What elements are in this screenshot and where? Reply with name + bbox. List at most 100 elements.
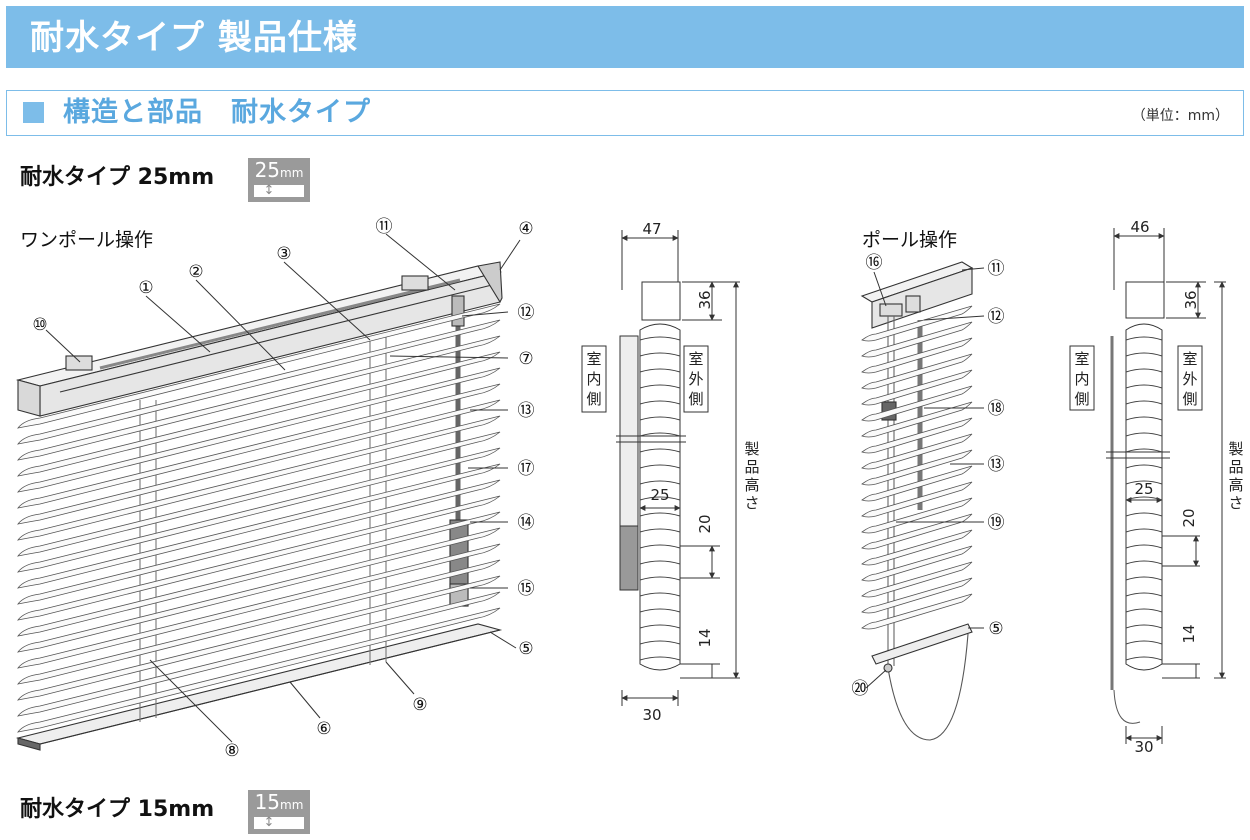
indoor-label: 内 xyxy=(586,370,601,388)
slat xyxy=(861,417,973,454)
slat-section xyxy=(1125,448,1163,453)
callout-12: ⑫ xyxy=(518,303,535,323)
slat xyxy=(17,463,501,589)
badge-unit: mm xyxy=(280,798,304,812)
callout-leaders-left xyxy=(45,233,521,743)
slat-section xyxy=(1125,560,1163,565)
callout-20: ⑳ xyxy=(852,679,869,699)
indoor-label: 内 xyxy=(1074,370,1089,388)
badge-unit: mm xyxy=(280,166,304,180)
slat xyxy=(17,335,501,461)
callout-numbers-right: ⑯ ⑪ ⑫ ⑱ ⑬ ⑲ ⑤ ⑳ xyxy=(852,253,1005,699)
slat-section xyxy=(639,384,681,389)
height-label: 高 xyxy=(1228,476,1243,494)
product-title-25: 耐水タイプ 25mm xyxy=(20,165,215,190)
slat xyxy=(17,543,501,669)
outdoor-label: 室 xyxy=(688,350,703,368)
callout-6: ⑥ xyxy=(316,719,331,739)
section-square-icon xyxy=(23,102,44,123)
slat xyxy=(17,399,501,525)
updown-arrow-icon: ↕ xyxy=(263,183,275,198)
callout-5-pole: ⑤ xyxy=(988,619,1003,639)
side-view-one-pole xyxy=(581,230,740,706)
slat xyxy=(861,513,973,550)
callout-1: ① xyxy=(138,278,153,298)
slat xyxy=(17,383,501,509)
slat-stack-left xyxy=(639,336,681,661)
dim-bottom-height: 14 xyxy=(696,628,714,647)
slat-section xyxy=(639,576,681,581)
slat xyxy=(17,591,501,717)
slat xyxy=(861,497,973,534)
callout-11-pole: ⑪ xyxy=(988,259,1005,279)
dim-top-width-pole: 46 xyxy=(1130,218,1149,236)
callout-19: ⑲ xyxy=(988,513,1005,533)
dim-top-width: 47 xyxy=(642,220,661,238)
slat xyxy=(861,577,973,614)
dim-bottom-height-pole: 14 xyxy=(1180,624,1198,643)
outdoor-label: 室 xyxy=(1182,350,1197,368)
slat xyxy=(17,431,501,557)
slat-section xyxy=(1125,496,1163,501)
callout-15: ⑮ xyxy=(518,579,535,599)
dim-slat-width-pole: 25 xyxy=(1134,480,1153,498)
slat-section xyxy=(639,528,681,533)
dim-base-width: 30 xyxy=(642,706,661,724)
slat-section xyxy=(1125,432,1163,437)
slat-section xyxy=(639,592,681,597)
badge-number: 15 xyxy=(254,790,281,814)
slat-section xyxy=(1125,400,1163,405)
slat-section xyxy=(639,448,681,453)
dim-bracket-height: 36 xyxy=(696,290,714,309)
slat-section xyxy=(639,624,681,629)
height-label: さ xyxy=(1228,494,1243,512)
slat xyxy=(861,305,973,342)
slat-section xyxy=(639,608,681,613)
outdoor-label: 外 xyxy=(688,370,703,388)
slat xyxy=(17,351,501,477)
slat-width-badge-25: 25mm ↕ xyxy=(248,158,310,202)
page-title: 耐水タイプ 製品仕様 xyxy=(30,18,358,58)
outdoor-label: 側 xyxy=(1182,390,1197,408)
slat xyxy=(861,449,973,486)
callout-14: ⑭ xyxy=(518,513,535,533)
slat-section xyxy=(1125,368,1163,373)
slat xyxy=(17,495,501,621)
slat-width-badge-15: 15mm ↕ xyxy=(248,790,310,834)
slat-section xyxy=(1125,608,1163,613)
slat-section xyxy=(639,544,681,549)
dim-bracket-height-pole: 36 xyxy=(1182,290,1200,309)
slat xyxy=(17,415,501,541)
slat-section xyxy=(639,496,681,501)
slat-section xyxy=(1125,640,1163,645)
callout-12-pole: ⑫ xyxy=(988,307,1005,327)
outdoor-label: 外 xyxy=(1182,370,1197,388)
dim-slat-width: 25 xyxy=(650,486,669,504)
height-label: さ xyxy=(744,494,759,512)
callout-18: ⑱ xyxy=(988,399,1005,419)
badge-number: 25 xyxy=(254,158,281,182)
dim-base-width-pole: 30 xyxy=(1134,738,1153,756)
outdoor-label: 側 xyxy=(688,390,703,408)
slat xyxy=(17,527,501,653)
height-label: 品 xyxy=(1228,458,1243,476)
callout-3: ③ xyxy=(276,244,291,264)
slat-section xyxy=(639,512,681,517)
slat-section xyxy=(639,640,681,645)
callout-5: ⑤ xyxy=(518,639,533,659)
indoor-label: 室 xyxy=(1074,350,1089,368)
slat xyxy=(861,401,973,438)
callout-16: ⑯ xyxy=(866,253,883,273)
callout-leaders-right xyxy=(865,267,985,689)
slat-section xyxy=(1125,352,1163,357)
slat-section xyxy=(1125,384,1163,389)
slat xyxy=(17,367,501,493)
callout-13: ⑬ xyxy=(518,401,535,421)
indoor-label: 側 xyxy=(586,390,601,408)
slat xyxy=(17,303,501,429)
slat xyxy=(861,321,973,358)
product-title-15: 耐水タイプ 15mm xyxy=(20,797,215,822)
slat-section xyxy=(1125,528,1163,533)
side-view-labels-left: 47 36 25 20 14 30 室 内 側 室 外 側 製 品 高 さ xyxy=(586,220,759,724)
unit-note: （単位：mm） xyxy=(1131,108,1229,124)
